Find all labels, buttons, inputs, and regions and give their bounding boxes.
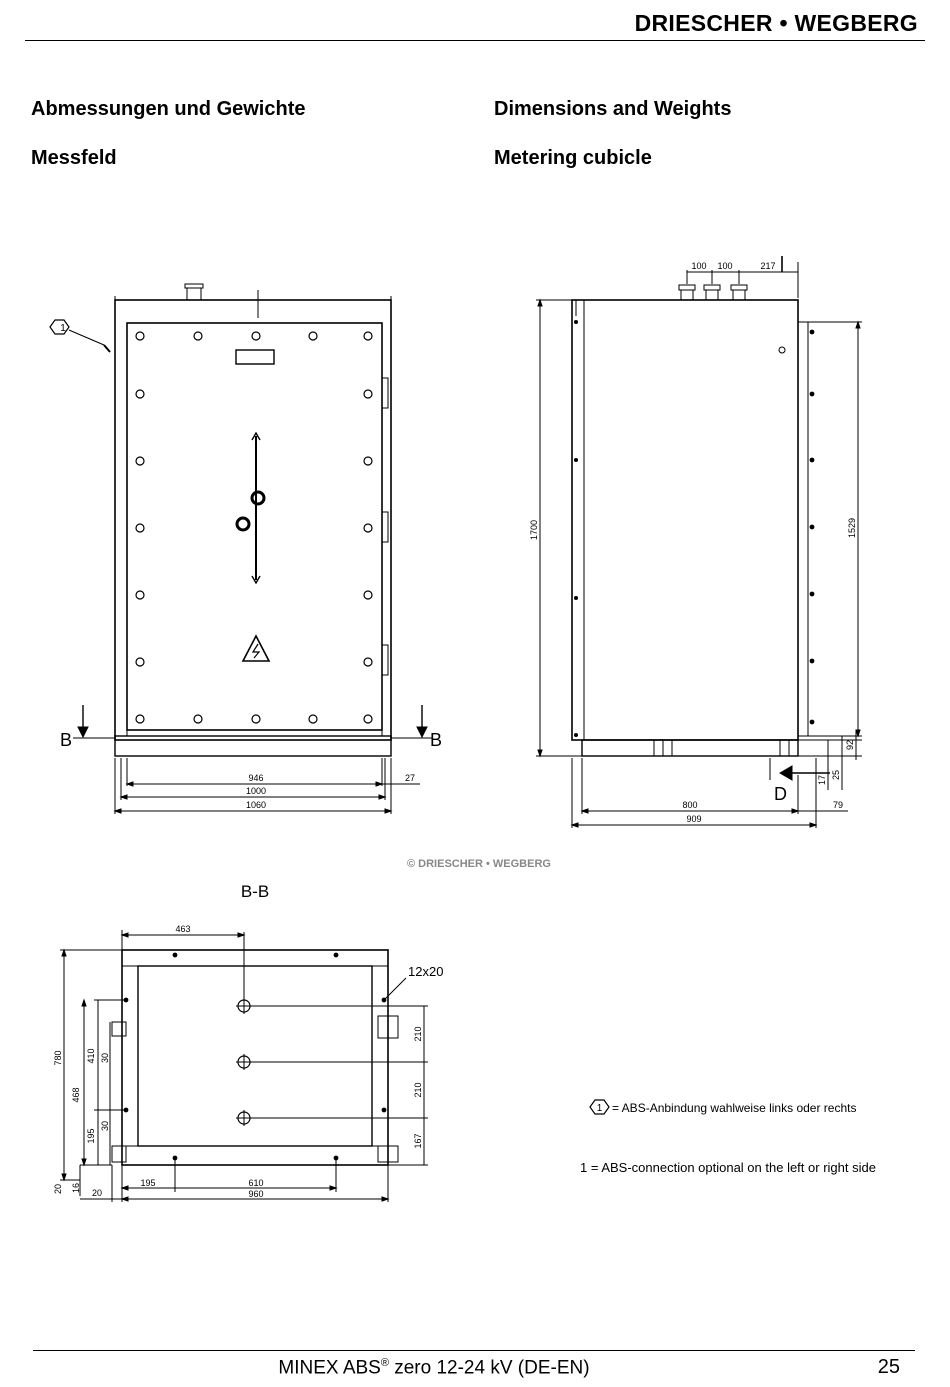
dim-210-a: 210	[413, 1026, 423, 1041]
front-callout-number: 1	[60, 323, 66, 334]
dim-1060: 1060	[246, 800, 266, 810]
legend-callout	[589, 1099, 610, 1115]
front-view-drawing	[49, 283, 432, 814]
footer-title-main: MINEX ABS	[278, 1357, 381, 1379]
dim-800: 800	[682, 800, 697, 810]
subtitle-en: Metering cubicle	[494, 147, 652, 169]
hole-size-label: 12x20	[408, 964, 443, 979]
dim-16: 16	[71, 1183, 81, 1193]
side-view-drawing	[536, 256, 862, 828]
copyright-mark: © DRIESCHER • WEGBERG	[407, 858, 551, 870]
dim-100-a: 100	[691, 261, 706, 271]
dim-463: 463	[175, 924, 190, 934]
dim-1529: 1529	[847, 518, 857, 538]
header-rule	[25, 40, 925, 41]
dim-17: 17	[817, 775, 827, 785]
dim-909: 909	[686, 814, 701, 824]
brand-header: DRIESCHER • WEGBERG	[634, 10, 918, 36]
dim-1000: 1000	[246, 786, 266, 796]
dim-210-b: 210	[413, 1082, 423, 1097]
title-en: Dimensions and Weights	[494, 98, 732, 120]
section-mark-right: B	[430, 730, 442, 750]
footer-title-rest: zero 12-24 kV (DE-EN)	[388, 1357, 590, 1379]
dim-946: 946	[248, 773, 263, 783]
registered-mark: ®	[380, 1357, 389, 1369]
dim-30-b: 30	[100, 1121, 110, 1131]
dim-92: 92	[845, 740, 855, 750]
footer-rule	[33, 1350, 915, 1351]
section-bb-drawing	[60, 930, 428, 1202]
dim-79: 79	[833, 800, 843, 810]
dim-27: 27	[405, 773, 415, 783]
dim-217: 217	[760, 261, 775, 271]
door-bolts	[135, 331, 373, 724]
footer-title: MINEX ABS® zero 12-24 kV (DE-EN)	[0, 1357, 868, 1379]
dim-167: 167	[413, 1133, 423, 1148]
legend-note-de: = ABS-Anbindung wahlweise links oder rec…	[612, 1101, 856, 1115]
dim-195-h: 195	[140, 1178, 155, 1188]
dim-25: 25	[831, 770, 841, 780]
dim-20-v: 20	[53, 1184, 63, 1194]
dim-30-a: 30	[100, 1053, 110, 1063]
dim-410: 410	[86, 1048, 96, 1063]
title-de: Abmessungen und Gewichte	[31, 98, 306, 120]
dim-1700: 1700	[529, 520, 539, 540]
subtitle-de: Messfeld	[31, 147, 117, 169]
dim-195-v: 195	[86, 1128, 96, 1143]
legend-callout-number: 1	[597, 1103, 603, 1114]
section-title: B-B	[241, 882, 269, 901]
dim-610: 610	[248, 1178, 263, 1188]
page-number: 25	[877, 1356, 900, 1378]
dim-960: 960	[248, 1189, 263, 1199]
dim-468: 468	[71, 1087, 81, 1102]
section-mark-left: B	[60, 730, 72, 750]
dim-780: 780	[53, 1050, 63, 1065]
dim-20-h: 20	[92, 1188, 102, 1198]
legend-note-en: 1 = ABS-connection optional on the left …	[580, 1160, 876, 1175]
view-mark-d: D	[774, 784, 787, 804]
dim-100-b: 100	[717, 261, 732, 271]
